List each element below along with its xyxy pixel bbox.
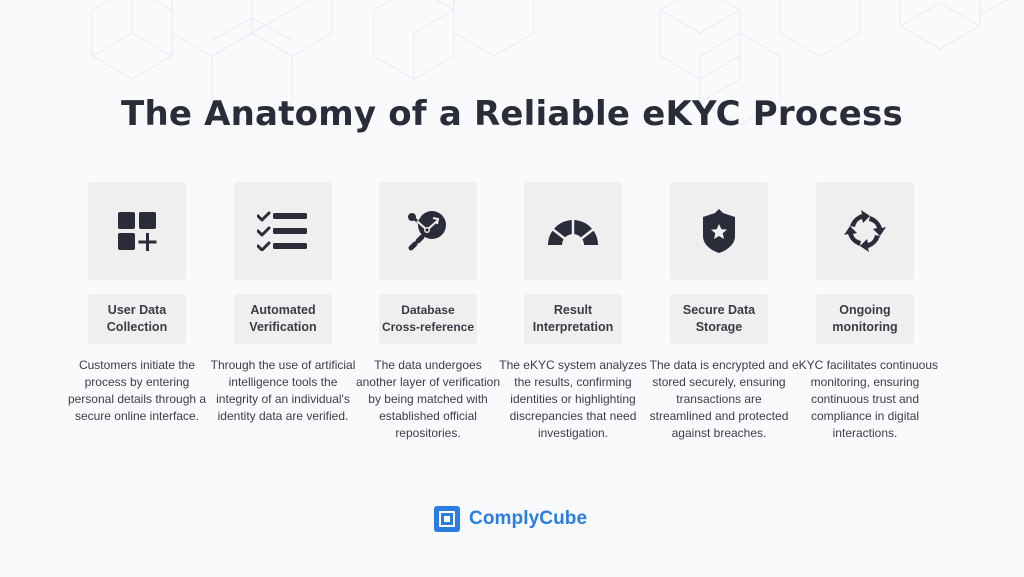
step-icon-card [88,182,186,280]
step-description: The eKYC system analyzes the results, co… [499,358,647,440]
step-label: Automated Verification [234,294,332,344]
step-icon-card [234,182,332,280]
logo-ring [439,511,455,527]
step-label: Database Cross-reference [379,294,477,344]
step-label: User Data Collection [88,294,186,344]
grid-plus-icon [118,212,157,251]
step-description: Through the use of artificial intelligen… [210,358,356,423]
step-label: Secure Data Storage [670,294,768,344]
shield-star-icon [703,209,735,253]
logo-dot [444,516,450,522]
step-description: The data undergoes another layer of veri… [355,358,501,440]
step-description: Customers initiate the process by enteri… [67,358,207,423]
step-icon-card [670,182,768,280]
page-title: The Anatomy of a Reliable eKYC Process [121,94,903,134]
step-label: Ongoing monitoring [816,294,914,344]
complycube-logo-icon [434,506,460,532]
cycle-arrows-icon [844,210,886,252]
step-icon-card [524,182,622,280]
step-icon-card [379,182,477,280]
complycube-brand: ComplyCube [434,506,587,532]
checklist-icon [257,211,307,251]
step-description: The data is encrypted and stored securel… [649,358,789,440]
step-icon-card [816,182,914,280]
step-label: Result Interpretation [524,294,622,344]
database-search-icon [408,211,446,251]
step-description: eKYC facilitates continuous monitoring, … [791,358,939,440]
gauge-icon [548,216,598,246]
brand-name: ComplyCube [469,508,588,529]
